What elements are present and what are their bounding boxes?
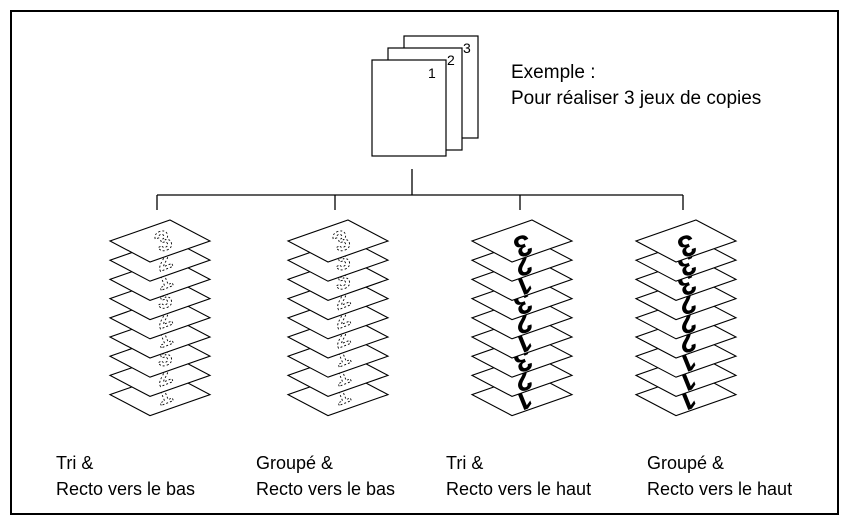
output-label-1-line1: Tri & <box>56 453 94 473</box>
copy-sheet: 3 <box>634 219 738 264</box>
original-page-number-1: 1 <box>428 65 436 81</box>
output-label-4-line1: Groupé & <box>647 453 725 473</box>
output-label-2-line2: Recto vers le bas <box>256 479 396 499</box>
original-page-number-2: 2 <box>447 52 455 68</box>
original-page-number-3: 3 <box>463 40 471 56</box>
output-label-2-line1: Groupé & <box>256 453 334 473</box>
output-label-4-line2: Recto vers le haut <box>647 479 793 499</box>
copy-sheet-outline <box>108 219 212 263</box>
copy-sheet: 3 <box>470 219 574 264</box>
output-label-2: Groupé & Recto vers le bas <box>256 450 395 502</box>
diagram-frame <box>10 10 839 515</box>
connector-tree <box>156 169 684 210</box>
original-document-stack <box>371 35 479 157</box>
example-title: Exemple : <box>511 62 596 83</box>
output-label-1-line2: Recto vers le bas <box>56 479 196 499</box>
output-label-3-line1: Tri & <box>446 453 484 473</box>
copy-sheet: 3 <box>286 219 390 263</box>
copy-sheet-outline <box>286 219 390 263</box>
copy-sheet: 3 <box>108 219 212 263</box>
output-label-1: Tri & Recto vers le bas <box>56 450 195 502</box>
original-page-1 <box>371 59 447 157</box>
example-description: Pour réaliser 3 jeux de copies <box>511 88 762 109</box>
output-label-3-line2: Recto vers le haut <box>446 479 592 499</box>
copy-sheet-outline <box>634 219 738 263</box>
output-label-4: Groupé & Recto vers le haut <box>647 450 792 502</box>
copy-sheet-outline <box>470 219 574 263</box>
output-label-3: Tri & Recto vers le haut <box>446 450 591 502</box>
